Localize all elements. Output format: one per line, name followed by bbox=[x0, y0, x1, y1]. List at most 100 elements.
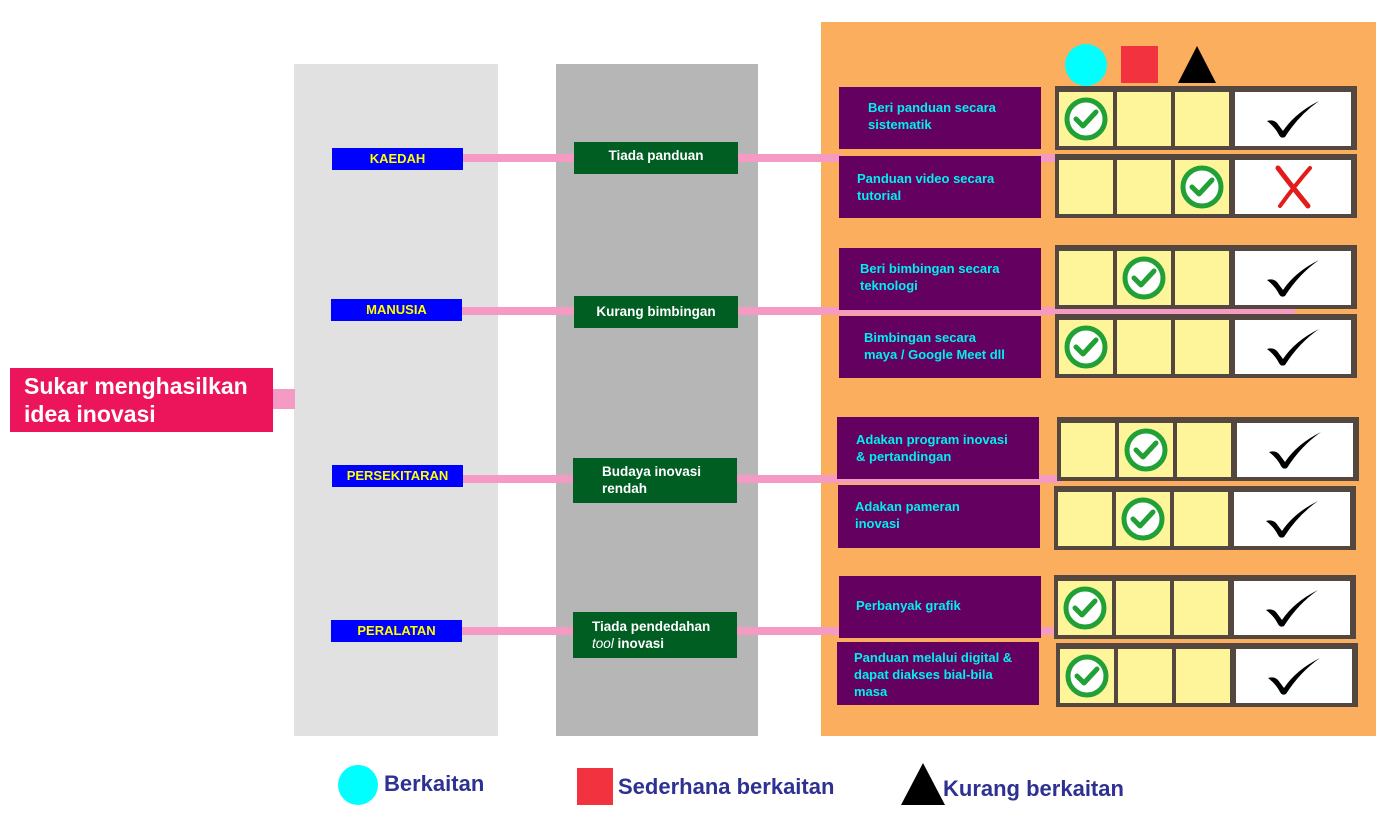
rating-cell-berkaitan bbox=[1060, 649, 1114, 703]
problem-connector bbox=[273, 389, 295, 409]
result-cell bbox=[1235, 160, 1351, 214]
rating-cell-sederhana bbox=[1116, 492, 1170, 546]
solution-text: Adakan program inovasi bbox=[856, 432, 1008, 447]
rating-row bbox=[1057, 417, 1359, 481]
rating-row bbox=[1055, 245, 1357, 309]
solution-item: Panduan video secara tutorial bbox=[839, 156, 1041, 218]
rating-cell-sederhana bbox=[1117, 320, 1171, 374]
solution-text: Bimbingan secara bbox=[864, 330, 976, 345]
tick-icon bbox=[1266, 656, 1322, 696]
tick-icon bbox=[1264, 499, 1320, 539]
cause-text: rendah bbox=[602, 481, 648, 496]
rating-cell-kurang bbox=[1174, 492, 1228, 546]
rating-cell-berkaitan bbox=[1059, 160, 1113, 214]
solution-text: inovasi bbox=[855, 516, 900, 531]
rating-cell-berkaitan bbox=[1058, 492, 1112, 546]
rating-cell-sederhana bbox=[1117, 251, 1171, 305]
rating-row bbox=[1054, 486, 1356, 550]
rating-cell-kurang bbox=[1176, 649, 1230, 703]
rating-row bbox=[1055, 154, 1357, 218]
cause-text: inovasi bbox=[613, 636, 665, 651]
category-persekitaran: PERSEKITARAN bbox=[332, 465, 463, 487]
cause-tiada-panduan: Tiada panduan bbox=[574, 142, 738, 174]
cause-budaya-inovasi: Budaya inovasi rendah bbox=[573, 458, 737, 503]
category-peralatan: PERALATAN bbox=[331, 620, 462, 642]
legend-circle-icon bbox=[338, 765, 378, 805]
circle-icon bbox=[1065, 44, 1107, 86]
rating-cell-kurang bbox=[1177, 423, 1231, 477]
cause-kurang-bimbingan: Kurang bimbingan bbox=[574, 296, 738, 328]
triangle-icon bbox=[1178, 46, 1216, 83]
solution-text: maya / Google Meet dll bbox=[864, 347, 1005, 362]
check-circle-icon bbox=[1064, 653, 1110, 699]
rating-cell-kurang bbox=[1175, 160, 1229, 214]
result-cell bbox=[1237, 423, 1353, 477]
rating-cell-kurang bbox=[1175, 92, 1229, 146]
cause-tiada-pendedahan: Tiada pendedahan tool inovasi bbox=[573, 612, 737, 658]
solution-text: tutorial bbox=[857, 188, 902, 203]
connector-line bbox=[1038, 154, 1058, 162]
solution-item: Panduan melalui digital & dapat diakses b… bbox=[837, 642, 1039, 705]
cause-text: Budaya inovasi bbox=[602, 464, 702, 479]
rating-cell-sederhana bbox=[1116, 581, 1170, 635]
cause-text: Kurang bimbingan bbox=[596, 304, 716, 319]
check-circle-icon bbox=[1062, 585, 1108, 631]
rating-cell-sederhana bbox=[1117, 92, 1171, 146]
rating-cell-berkaitan bbox=[1058, 581, 1112, 635]
legend-square-icon bbox=[577, 768, 613, 805]
result-cell bbox=[1236, 649, 1352, 703]
rating-cell-kurang bbox=[1175, 320, 1229, 374]
legend-triangle-icon bbox=[901, 763, 945, 805]
cause-text-italic: tool bbox=[592, 636, 614, 651]
tick-icon bbox=[1265, 99, 1321, 139]
rating-cell-berkaitan bbox=[1061, 423, 1115, 477]
legend-kurang: Kurang berkaitan bbox=[943, 776, 1124, 801]
rating-cell-berkaitan bbox=[1059, 251, 1113, 305]
result-cell bbox=[1235, 320, 1351, 374]
solution-text: Adakan pameran bbox=[855, 499, 960, 514]
result-cell bbox=[1235, 251, 1351, 305]
solution-text: Panduan video secara bbox=[857, 171, 995, 186]
check-circle-icon bbox=[1121, 255, 1167, 301]
rating-row bbox=[1055, 314, 1357, 378]
solution-text: Beri panduan secara bbox=[868, 100, 996, 115]
check-circle-icon bbox=[1063, 96, 1109, 142]
legend-berkaitan: Berkaitan bbox=[384, 771, 485, 796]
square-icon bbox=[1121, 46, 1158, 83]
result-cell bbox=[1234, 492, 1350, 546]
cause-text: Tiada panduan bbox=[608, 148, 704, 163]
solution-text: teknologi bbox=[860, 278, 918, 293]
rating-row bbox=[1056, 643, 1358, 707]
solution-text: Perbanyak grafik bbox=[856, 598, 961, 613]
legend-sederhana: Sederhana berkaitan bbox=[618, 774, 835, 799]
category-manusia: MANUSIA bbox=[331, 299, 462, 321]
result-cell bbox=[1234, 581, 1350, 635]
rating-cell-berkaitan bbox=[1059, 92, 1113, 146]
category-kaedah: KAEDAH bbox=[332, 148, 463, 170]
rating-cell-sederhana bbox=[1119, 423, 1173, 477]
connector-line bbox=[1040, 627, 1056, 635]
rating-row bbox=[1054, 575, 1356, 639]
problem-statement: Sukar menghasilkan idea inovasi bbox=[10, 368, 273, 432]
check-circle-icon bbox=[1179, 164, 1225, 210]
rating-cell-sederhana bbox=[1118, 649, 1172, 703]
solution-item: Adakan program inovasi & pertandingan bbox=[837, 417, 1039, 479]
rating-cell-kurang bbox=[1174, 581, 1228, 635]
rating-cell-kurang bbox=[1175, 251, 1229, 305]
solution-text: dapat diakses bial-bila bbox=[854, 667, 993, 682]
result-cell bbox=[1235, 92, 1351, 146]
solution-text: Beri bimbingan secara bbox=[860, 261, 1000, 276]
cause-text: Tiada pendedahan bbox=[592, 619, 711, 634]
solution-text: masa bbox=[854, 684, 888, 699]
solution-text: Panduan melalui digital & bbox=[854, 650, 1013, 665]
tick-icon bbox=[1267, 430, 1323, 470]
check-circle-icon bbox=[1123, 427, 1169, 473]
solution-item: Beri bimbingan secara teknologi bbox=[839, 248, 1041, 310]
check-circle-icon bbox=[1120, 496, 1166, 542]
tick-icon bbox=[1264, 588, 1320, 628]
rating-cell-berkaitan bbox=[1059, 320, 1113, 374]
solution-item: Perbanyak grafik bbox=[839, 576, 1041, 638]
solution-item: Bimbingan secara maya / Google Meet dll bbox=[839, 316, 1041, 378]
solution-text: & pertandingan bbox=[856, 449, 952, 464]
check-circle-icon bbox=[1063, 324, 1109, 370]
